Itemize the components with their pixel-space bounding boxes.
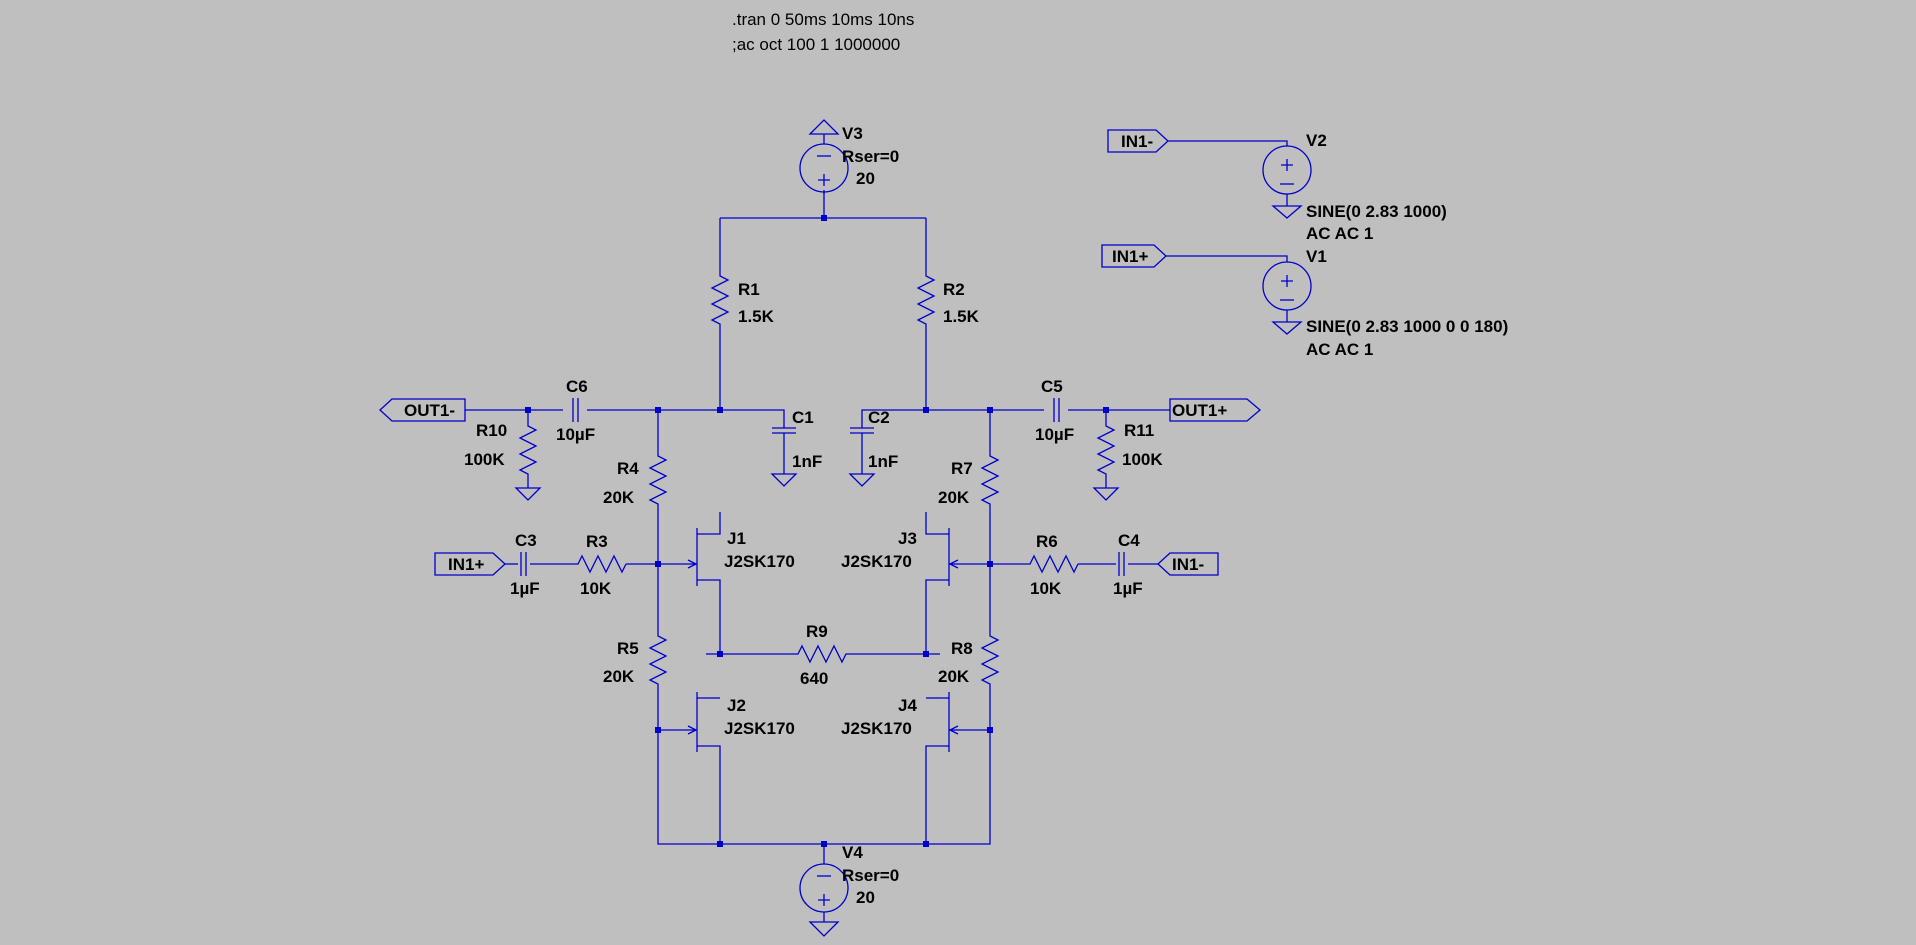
c6-name: C6 xyxy=(566,377,588,396)
r6-value: 10K xyxy=(1030,579,1062,598)
v4-param: Rser=0 xyxy=(842,866,899,885)
r7-value: 20K xyxy=(938,488,970,507)
resistor-r2[interactable] xyxy=(916,268,936,332)
wires xyxy=(465,140,1288,864)
resistor-r11[interactable] xyxy=(1096,418,1116,482)
port-in1-minus-right[interactable]: IN1- xyxy=(1157,552,1219,576)
r4-name: R4 xyxy=(617,459,639,478)
ground-icon xyxy=(1092,487,1120,501)
resistor-r9[interactable] xyxy=(790,644,854,664)
port-in1-plus-left-label: IN1+ xyxy=(448,555,484,574)
v1-value: SINE(0 2.83 1000 0 0 180) xyxy=(1306,317,1508,336)
j4-model: J2SK170 xyxy=(841,719,912,738)
j1-model: J2SK170 xyxy=(724,552,795,571)
resistor-r8[interactable] xyxy=(980,628,1000,692)
j3-model: J2SK170 xyxy=(841,552,912,571)
r3-value: 10K xyxy=(580,579,612,598)
c1-name: C1 xyxy=(792,408,814,427)
v1-name: V1 xyxy=(1306,247,1327,266)
c5-value: 10µF xyxy=(1035,425,1074,444)
j2-model: J2SK170 xyxy=(724,719,795,738)
r4-value: 20K xyxy=(603,488,635,507)
port-out1-minus-label: OUT1- xyxy=(404,401,455,420)
v2-name: V2 xyxy=(1306,131,1327,150)
resistor-r1[interactable] xyxy=(710,268,730,332)
resistor-r7[interactable] xyxy=(980,448,1000,512)
r8-name: R8 xyxy=(951,639,973,658)
resistor-r5[interactable] xyxy=(648,628,668,692)
r9-name: R9 xyxy=(806,622,828,641)
r1-value: 1.5K xyxy=(738,307,775,326)
port-in1-minus-v2[interactable]: IN1- xyxy=(1107,129,1169,153)
capacitor-c4[interactable] xyxy=(1118,552,1125,576)
c1-value: 1nF xyxy=(792,452,822,471)
v2-value: SINE(0 2.83 1000) xyxy=(1306,202,1447,221)
port-in1-minus-v2-label: IN1- xyxy=(1121,132,1153,151)
v4-name: V4 xyxy=(842,843,863,862)
source-v3[interactable] xyxy=(799,119,849,194)
source-v1[interactable] xyxy=(1262,261,1312,335)
v4-value: 20 xyxy=(856,888,875,907)
v3-name: V3 xyxy=(842,124,863,143)
port-in1-plus-v1-label: IN1+ xyxy=(1112,247,1148,266)
jfet-j4[interactable] xyxy=(940,692,959,752)
r8-value: 20K xyxy=(938,667,970,686)
jfet-j3[interactable] xyxy=(940,528,959,586)
c5-name: C5 xyxy=(1041,377,1063,396)
resistor-r10[interactable] xyxy=(518,418,538,482)
junctions xyxy=(525,215,1109,847)
c2-name: C2 xyxy=(868,408,890,427)
c3-name: C3 xyxy=(515,531,537,550)
tran-directive[interactable]: .tran 0 50ms 10ms 10ns xyxy=(732,10,914,29)
port-out1-minus[interactable]: OUT1- xyxy=(379,398,466,422)
j2-name: J2 xyxy=(727,696,746,715)
port-in1-minus-right-label: IN1- xyxy=(1172,555,1204,574)
r7-name: R7 xyxy=(951,459,973,478)
r2-name: R2 xyxy=(943,280,965,299)
c2-value: 1nF xyxy=(868,452,898,471)
r11-name: R11 xyxy=(1124,421,1154,440)
port-out1-plus-label: OUT1+ xyxy=(1172,401,1227,420)
c4-name: C4 xyxy=(1118,531,1140,550)
v1-ac: AC AC 1 xyxy=(1306,340,1373,359)
v3-param: Rser=0 xyxy=(842,147,899,166)
r5-name: R5 xyxy=(617,639,639,658)
capacitor-c2[interactable] xyxy=(848,427,876,487)
r5-value: 20K xyxy=(603,667,635,686)
r2-value: 1.5K xyxy=(943,307,980,326)
r1-name: R1 xyxy=(738,280,760,299)
ac-directive[interactable]: ;ac oct 100 1 1000000 xyxy=(732,35,900,54)
resistor-r4[interactable] xyxy=(648,448,668,512)
ground-icon xyxy=(514,487,542,501)
source-v4[interactable] xyxy=(799,863,849,937)
port-in1-plus-v1[interactable]: IN1+ xyxy=(1101,244,1167,268)
capacitor-c6[interactable] xyxy=(572,398,579,422)
c6-value: 10µF xyxy=(556,425,595,444)
port-in1-plus-left[interactable]: IN1+ xyxy=(434,552,506,576)
r3-name: R3 xyxy=(586,532,608,551)
v3-value: 20 xyxy=(856,169,875,188)
capacitor-c1[interactable] xyxy=(770,427,798,487)
v2-ac: AC AC 1 xyxy=(1306,224,1373,243)
port-out1-plus[interactable]: OUT1+ xyxy=(1169,398,1262,422)
source-v2[interactable] xyxy=(1262,145,1312,219)
r11-value: 100K xyxy=(1122,450,1163,469)
j4-name: J4 xyxy=(898,696,917,715)
capacitor-c3[interactable] xyxy=(520,552,527,576)
r9-value: 640 xyxy=(800,669,828,688)
capacitor-c5[interactable] xyxy=(1053,398,1060,422)
resistor-r3[interactable] xyxy=(570,554,627,574)
jfet-j2[interactable] xyxy=(687,692,706,752)
jfet-j1[interactable] xyxy=(687,528,706,586)
resistor-r6[interactable] xyxy=(1022,554,1079,574)
c3-value: 1µF xyxy=(510,579,540,598)
r6-name: R6 xyxy=(1036,532,1058,551)
r10-name: R10 xyxy=(476,421,507,440)
c4-value: 1µF xyxy=(1113,579,1143,598)
j3-name: J3 xyxy=(898,529,917,548)
r10-value: 100K xyxy=(464,450,505,469)
j1-name: J1 xyxy=(727,529,746,548)
